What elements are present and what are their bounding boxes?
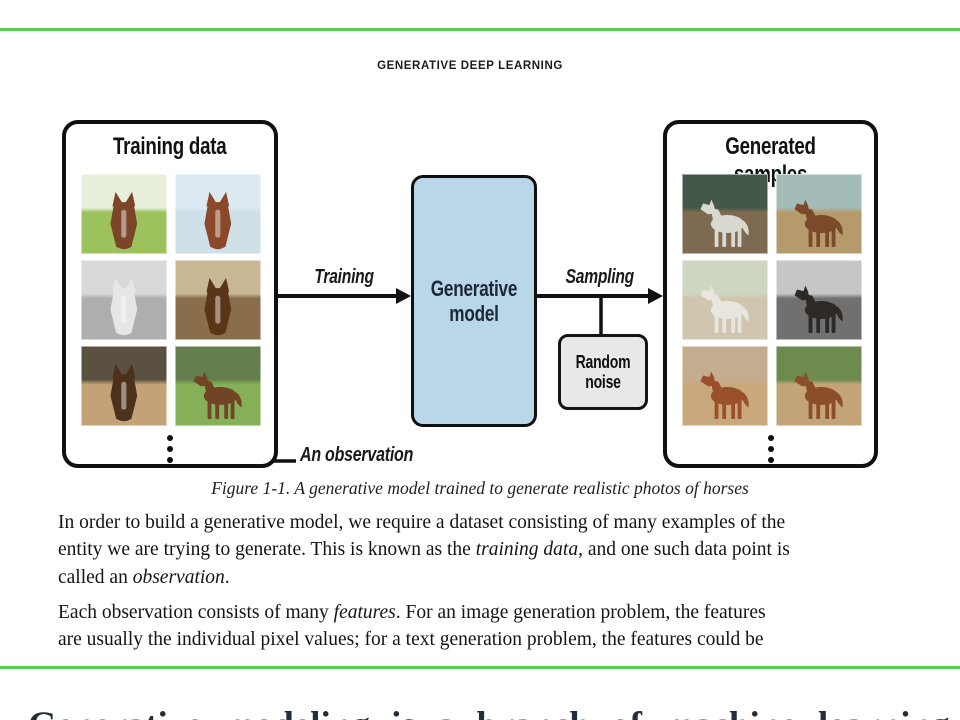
training-data-title: Training data [66, 133, 274, 161]
horse-silhouette-icon [687, 192, 763, 254]
sampling-arrow-label-text: Sampling [565, 266, 635, 288]
term-observation: observation [132, 566, 225, 588]
paragraph-1-text: , and one such data point is [578, 539, 790, 561]
ellipsis-dots-icon [66, 430, 274, 463]
horse-silhouette-icon [186, 272, 250, 340]
term-training-data: training data [475, 539, 579, 561]
figure-caption: Figure 1-1. A generative model trained t… [211, 478, 749, 498]
horse-photo [776, 174, 862, 254]
training-arrow-label-text: Training [314, 266, 374, 288]
term-features: features [333, 602, 396, 623]
horse-silhouette-icon [687, 278, 763, 340]
training-arrowhead-icon [396, 288, 411, 304]
horse-photo [682, 260, 768, 340]
horse-silhouette-icon [781, 364, 857, 426]
horse-photo [81, 174, 167, 254]
bottom-divider-line [0, 666, 960, 669]
paragraph-1-text: In order to build a generative model, we… [58, 512, 786, 533]
horse-silhouette-icon [781, 192, 857, 254]
paragraph-2-text: . For an image generation problem, the f… [395, 602, 766, 623]
clipped-bottom-text: Generative modeling is a branch of machi… [28, 704, 958, 720]
horse-silhouette-icon [781, 278, 857, 340]
horse-silhouette-icon [180, 364, 256, 426]
horse-photo [682, 174, 768, 254]
generative-model-label: Generative model [430, 275, 518, 326]
paragraph-2-text: are usually the individual pixel values;… [58, 629, 764, 651]
paragraph-1-text: . [224, 566, 230, 588]
horse-photo [175, 174, 261, 254]
horse-photo [175, 260, 261, 340]
paragraph-1-text: entity we are trying to generate. This i… [58, 539, 476, 561]
generated-photo-grid [682, 174, 862, 426]
paragraph-2-text: Each observation consists of many [58, 602, 334, 623]
horse-silhouette-icon [687, 364, 763, 426]
horse-silhouette-icon [92, 186, 156, 254]
top-divider-line [0, 28, 960, 31]
horse-silhouette-icon [92, 358, 156, 426]
random-noise-label: Random noise [575, 351, 631, 392]
horse-photo [81, 346, 167, 426]
horse-photo [682, 346, 768, 426]
running-head: GENERATIVE DEEP LEARNING [377, 60, 563, 72]
horse-photo [81, 260, 167, 340]
paragraph-1: In order to build a generative model, we… [58, 509, 938, 591]
training-arrow-label: Training [278, 266, 410, 289]
paragraph-1-text: called an [58, 566, 133, 588]
sampling-arrowhead-icon [648, 288, 663, 304]
training-data-title-text: Training data [113, 133, 227, 160]
horse-silhouette-icon [92, 272, 156, 340]
horse-silhouette-icon [186, 186, 250, 254]
sampling-arrow-label: Sampling [537, 266, 663, 289]
observation-label-text: An observation [300, 444, 414, 466]
random-noise-box: Random noise [558, 334, 648, 410]
paragraph-2: Each observation consists of many featur… [58, 599, 938, 654]
training-photo-grid [81, 174, 261, 426]
generated-samples-box: Generated samples [663, 120, 878, 468]
ellipsis-dots-icon [667, 430, 874, 463]
observation-label: An observation [300, 444, 441, 467]
generative-model-box: Generative model [411, 175, 537, 427]
horse-photo [175, 346, 261, 426]
horse-photo [776, 260, 862, 340]
training-data-box: Training data [62, 120, 278, 468]
horse-photo [776, 346, 862, 426]
